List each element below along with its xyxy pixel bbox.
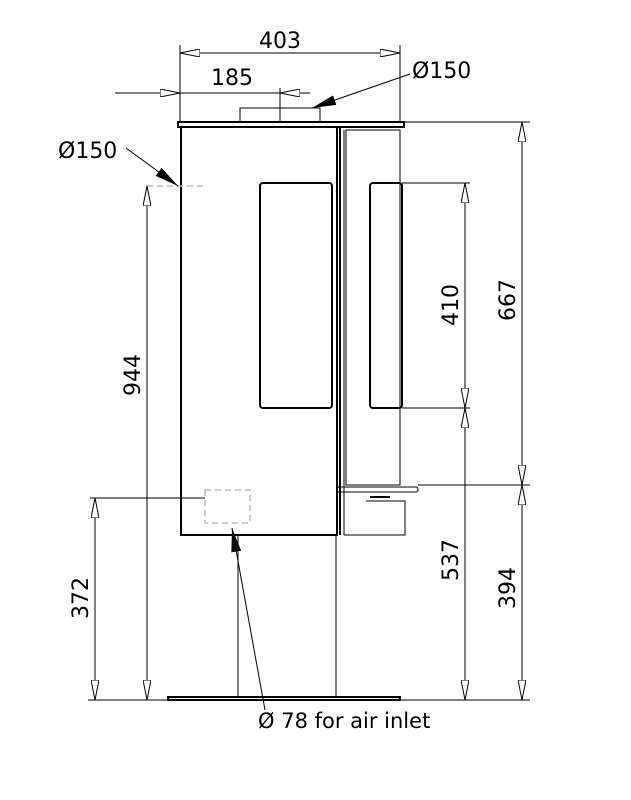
dimension-window-height: 410 (439, 183, 465, 408)
window-height-label: 410 (439, 284, 464, 326)
rear-flue-height-label: 944 (121, 354, 146, 396)
air-inlet-outline (204, 489, 251, 524)
dimension-window-bottom-height: 537 (439, 408, 465, 700)
front-window (259, 182, 333, 409)
dimension-air-inlet-height: 372 (69, 497, 205, 701)
window-bottom-height-label: 537 (439, 539, 464, 581)
air-inlet-note: Ø 78 for air inlet (258, 709, 430, 733)
extension-lines-right (400, 121, 530, 701)
side-door (345, 129, 401, 486)
air-inlet-height-label: 372 (69, 577, 94, 619)
rear-flue-label: Ø150 (58, 139, 117, 164)
stove-body (147, 107, 419, 701)
dimension-upper-height: 667 (496, 122, 522, 485)
dimension-rear-flue-height: 944 (121, 186, 168, 701)
callout-top-flue: Ø150 (311, 59, 471, 109)
side-window (369, 182, 403, 409)
top-flue-label: Ø150 (412, 59, 471, 84)
dimension-flue-offset: 185 (115, 66, 310, 122)
ash-shelf (336, 486, 419, 493)
dimension-total-width: 403 (179, 29, 401, 122)
lower-block (344, 500, 406, 536)
callout-air-inlet: Ø 78 for air inlet (231, 527, 430, 733)
lower-height-label: 394 (496, 567, 521, 609)
flue-offset-label: 185 (211, 66, 253, 91)
pedestal (237, 534, 337, 698)
total-width-label: 403 (259, 29, 301, 54)
base-plate (167, 696, 401, 701)
dimension-lower-height: 394 (496, 485, 522, 700)
upper-height-label: 667 (496, 279, 521, 321)
callout-rear-flue: Ø150 (58, 139, 179, 187)
